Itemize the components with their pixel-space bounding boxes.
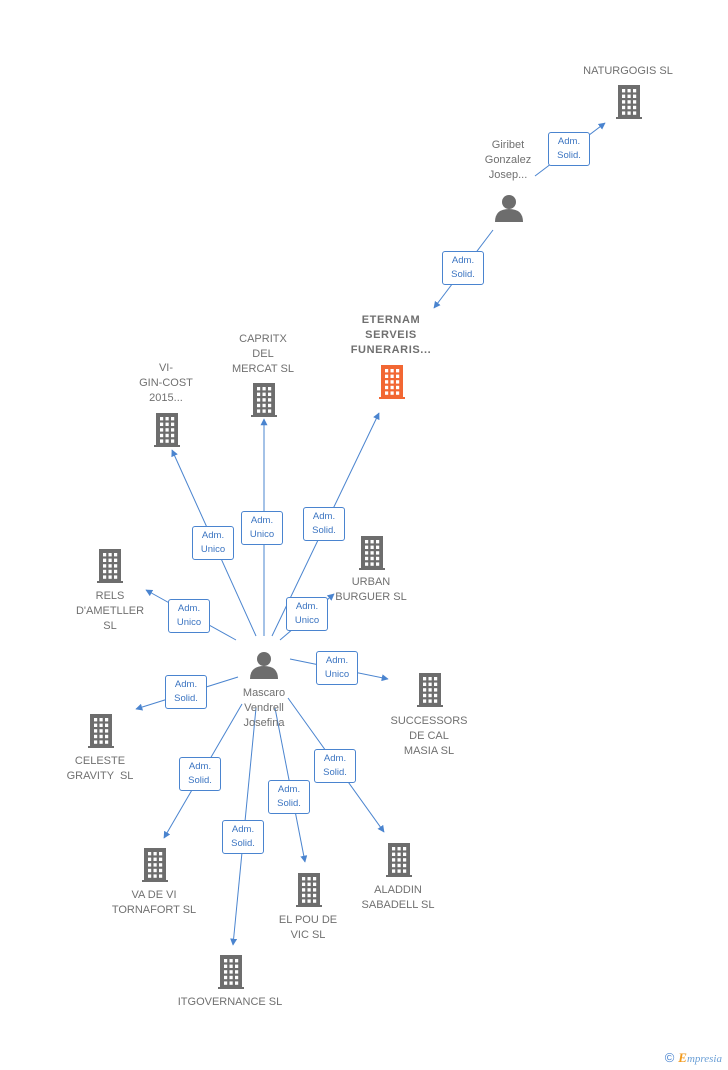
node-label-vadevi[interactable]: VA DE VI TORNAFORT SL — [111, 889, 197, 916]
footer-brand: ©Empresia — [665, 1050, 722, 1066]
building-icon-itgovernance[interactable] — [218, 955, 244, 989]
node-label-urban[interactable]: URBAN BURGUER SL — [335, 576, 407, 603]
building-icon-elpou[interactable] — [296, 873, 322, 907]
edge-label-giribet-eternam[interactable]: Adm. Solid. — [442, 251, 484, 285]
node-label-elpou[interactable]: EL POU DE VIC SL — [278, 914, 338, 941]
edge-label-mascaro-urban[interactable]: Adm. Unico — [286, 597, 328, 631]
brand-initial: E — [678, 1050, 687, 1065]
edge-label-mascaro-celeste[interactable]: Adm. Solid. — [165, 675, 207, 709]
node-label-naturgogis[interactable]: NATURGOGIS SL — [583, 65, 673, 77]
node-label-mascaro[interactable]: Mascaro Vendrell Josefina — [242, 687, 286, 729]
edge-label-mascaro-aladdin[interactable]: Adm. Solid. — [314, 749, 356, 783]
node-label-celeste[interactable]: CELESTE GRAVITY SL — [66, 755, 134, 782]
edge-label-mascaro-rels[interactable]: Adm. Unico — [168, 599, 210, 633]
building-icon-eternam[interactable] — [379, 365, 405, 399]
edge-label-mascaro-vigin[interactable]: Adm. Unico — [192, 526, 234, 560]
node-label-capritx[interactable]: CAPRITX DEL MERCAT SL — [232, 333, 294, 375]
building-icon-urban[interactable] — [359, 536, 385, 570]
node-label-vigin[interactable]: VI- GIN-COST 2015... — [139, 362, 193, 404]
edge-label-giribet-naturgogis[interactable]: Adm. Solid. — [548, 132, 590, 166]
node-label-successors[interactable]: SUCCESSORS DE CAL MASIA SL — [390, 715, 468, 757]
edge-label-mascaro-elpou[interactable]: Adm. Solid. — [268, 780, 310, 814]
building-icon-naturgogis[interactable] — [616, 85, 642, 119]
building-icon-vigin[interactable] — [154, 413, 180, 447]
building-icon-aladdin[interactable] — [386, 843, 412, 877]
node-label-itgovernance[interactable]: ITGOVERNANCE SL — [177, 996, 283, 1008]
building-icon-rels[interactable] — [97, 549, 123, 583]
edge-label-mascaro-vadevi[interactable]: Adm. Solid. — [179, 757, 221, 791]
edge-label-mascaro-capritx[interactable]: Adm. Unico — [241, 511, 283, 545]
node-label-giribet[interactable]: Giribet Gonzalez Josep... — [484, 139, 532, 181]
person-icon-giribet[interactable] — [495, 195, 523, 222]
building-icon-celeste[interactable] — [88, 714, 114, 748]
building-icon-vadevi[interactable] — [142, 848, 168, 882]
brand-name: mpresia — [686, 1053, 722, 1065]
building-icon-successors[interactable] — [417, 673, 443, 707]
copyright-symbol: © — [664, 1050, 675, 1065]
node-label-aladdin[interactable]: ALADDIN SABADELL SL — [361, 884, 435, 911]
edge-label-mascaro-itgovernance[interactable]: Adm. Solid. — [222, 820, 264, 854]
edge-label-mascaro-successors[interactable]: Adm. Unico — [316, 651, 358, 685]
building-icon-capritx[interactable] — [251, 383, 277, 417]
person-icon-mascaro[interactable] — [250, 652, 278, 679]
node-label-eternam[interactable]: ETERNAM SERVEIS FUNERARIS... — [350, 314, 432, 356]
edge-label-mascaro-eternam[interactable]: Adm. Solid. — [303, 507, 345, 541]
node-label-rels[interactable]: RELS D'AMETLLER SL — [75, 590, 145, 632]
